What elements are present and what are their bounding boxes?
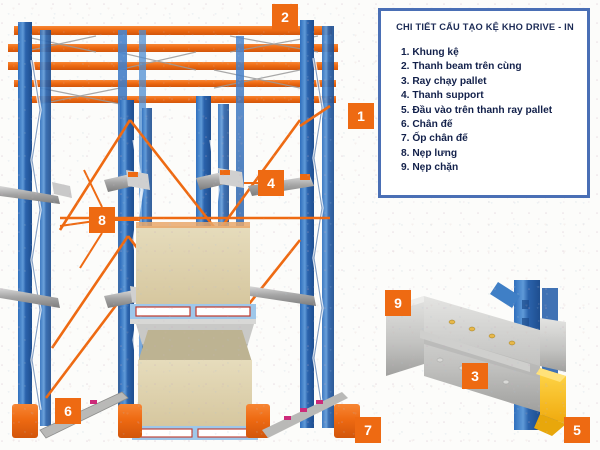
rack-frame-group: [0, 20, 360, 440]
callout-badge-3: 3: [462, 363, 488, 389]
legend-item-8: 8. Nẹp lưng: [401, 147, 458, 159]
callout-badge-2: 2: [272, 4, 298, 30]
top-beams-group: [8, 26, 338, 105]
rail-detail-group: [386, 280, 566, 436]
callout-leaders-group: [59, 17, 285, 269]
callout-badge-6: 6: [55, 398, 81, 424]
legend-panel: CHI TIẾT CẤU TẠO KỆ KHO DRIVE - IN 1. Kh…: [378, 8, 590, 198]
legend-item-6: 6. Chân đế: [401, 119, 453, 131]
upright-far-right-group: [300, 20, 334, 428]
legend-list: 1. Khung kệ 2. Thanh beam trên cùng 3. R…: [393, 46, 577, 176]
callout-badge-5: 5: [564, 417, 590, 443]
legend-title: CHI TIẾT CẤU TẠO KỆ KHO DRIVE - IN: [396, 22, 574, 32]
pallet-lower-group: [132, 330, 258, 440]
legend-item-1: 1. Khung kệ: [401, 47, 459, 58]
legend-item-2: 2. Thanh beam trên cùng: [401, 61, 522, 73]
callout-badge-8: 8: [89, 207, 115, 233]
callout-badge-9: 9: [385, 290, 411, 316]
pallet-upper-group: [130, 222, 256, 324]
legend-item-7: 7. Ốp chân đế: [401, 133, 468, 145]
legend-item-3: 3. Ray chạy pallet: [401, 75, 487, 87]
callout-badge-7: 7: [355, 417, 381, 443]
callout-badge-1: 1: [348, 103, 374, 129]
callout-badge-4: 4: [258, 170, 284, 196]
upright-left-group: [18, 22, 51, 426]
legend-item-4: 4. Thanh support: [401, 90, 484, 102]
legend-item-9: 9. Nẹp chặn: [401, 162, 459, 174]
legend-item-5: 5. Đầu vào trên thanh ray pallet: [401, 104, 553, 116]
